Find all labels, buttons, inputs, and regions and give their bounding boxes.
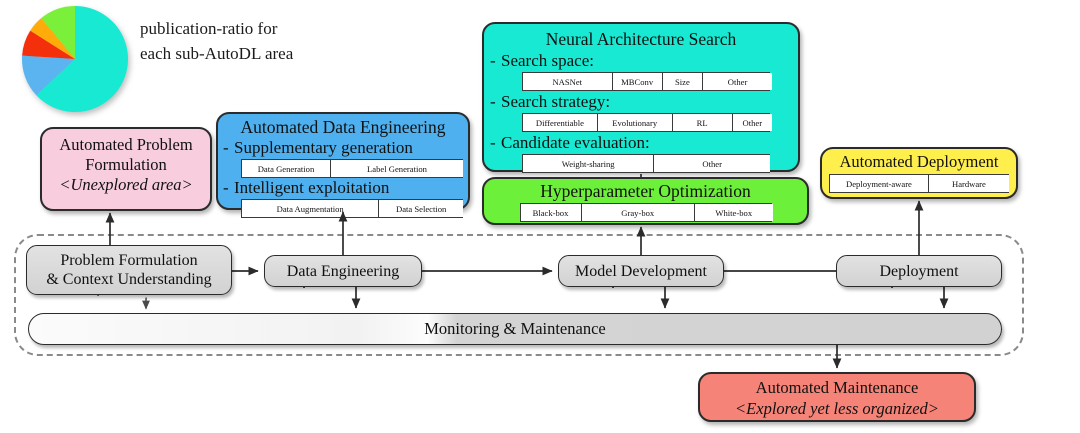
chip-gray-box[interactable]: Gray-box bbox=[581, 204, 695, 221]
ade-bullet-supplementary-generation: - Supplementary generation bbox=[223, 138, 468, 158]
chip-white-box[interactable]: White-box bbox=[695, 204, 773, 221]
pie-slice-automated-data-engineering bbox=[21, 55, 75, 96]
chip-differentiable[interactable]: Differentiable bbox=[523, 114, 598, 131]
caption-line-2: each sub-AutoDL area bbox=[140, 44, 294, 63]
chip-black-box[interactable]: Black-box bbox=[520, 204, 582, 221]
nas-bullet-label: Search strategy: bbox=[501, 92, 611, 111]
maintenance-subtitle: <Explored yet less organized> bbox=[735, 399, 939, 418]
chip-deployment-aware[interactable]: Deployment-aware bbox=[830, 175, 929, 192]
pie-slice-neural-architecture-search bbox=[36, 6, 128, 112]
stage-label: Deployment bbox=[879, 262, 959, 280]
pie-chart-caption: publication-ratio for each sub-AutoDL ar… bbox=[140, 16, 350, 66]
chip-other[interactable]: Other bbox=[654, 155, 770, 172]
bullet-dash-icon: - bbox=[490, 51, 496, 70]
apf-title-line-2: Formulation bbox=[85, 155, 167, 174]
deployment-panel-title: Automated Deployment bbox=[839, 152, 999, 171]
pipeline-stage-model-development[interactable]: Model Development bbox=[558, 255, 724, 287]
monitoring-bar-label: Monitoring & Maintenance bbox=[424, 319, 606, 338]
chip-label-generation[interactable]: Label Generation bbox=[331, 160, 463, 177]
nas-bullet-search-strategy: - Search strategy: bbox=[490, 92, 798, 112]
ade-bullet-label: Supplementary generation bbox=[234, 138, 413, 157]
chip-other[interactable]: Other bbox=[732, 114, 772, 131]
chip-evolutionary[interactable]: Evolutionary bbox=[597, 114, 673, 131]
chip-size[interactable]: Size bbox=[662, 73, 704, 90]
pie-slice-automated-deployment bbox=[30, 18, 75, 59]
ade-bullet-label: Intelligent exploitation bbox=[234, 178, 390, 197]
panel-neural-architecture-search[interactable]: Neural Architecture Search - Search spac… bbox=[482, 22, 800, 173]
maintenance-title: Automated Maintenance bbox=[755, 378, 919, 397]
panel-automated-maintenance[interactable]: Automated Maintenance <Explored yet less… bbox=[698, 372, 976, 422]
caption-line-1: publication-ratio for bbox=[140, 19, 278, 38]
bullet-dash-icon: - bbox=[490, 92, 496, 111]
nas-bullet-candidate-evaluation: - Candidate evaluation: bbox=[490, 133, 798, 153]
panel-automated-data-engineering[interactable]: Automated Data Engineering - Supplementa… bbox=[216, 112, 470, 218]
pie-slice-automated-maintenance bbox=[22, 30, 76, 59]
ade-title: Automated Data Engineering bbox=[240, 117, 446, 137]
nas-bullet-search-space: - Search space: bbox=[490, 51, 798, 71]
chip-data-generation[interactable]: Data Generation bbox=[242, 160, 331, 177]
chip-mbconv[interactable]: MBConv bbox=[612, 73, 663, 90]
pie-svg bbox=[21, 6, 128, 112]
chip-nasnet[interactable]: NASNet bbox=[523, 73, 613, 90]
bullet-dash-icon: - bbox=[223, 138, 229, 157]
nas-bullet-label: Search space: bbox=[501, 51, 594, 70]
pipeline-stage-deployment[interactable]: Deployment bbox=[836, 255, 1002, 287]
nas-title: Neural Architecture Search bbox=[545, 29, 737, 49]
apf-title-line-1: Automated Problem bbox=[59, 135, 193, 154]
chip-data-augmentation[interactable]: Data Augmentation bbox=[242, 200, 380, 217]
stage-label: Data Engineering bbox=[286, 262, 400, 280]
panel-automated-problem-formulation[interactable]: Automated Problem Formulation <Unexplore… bbox=[40, 127, 212, 211]
stage-label-line-2: & Context Understanding bbox=[46, 271, 212, 288]
chip-data-selection[interactable]: Data Selection bbox=[379, 200, 463, 217]
bullet-dash-icon: - bbox=[223, 178, 229, 197]
hpo-title: Hyperparameter Optimization bbox=[540, 181, 751, 201]
ade-bullet-intelligent-exploitation: - Intelligent exploitation bbox=[223, 178, 468, 198]
chip-weight-sharing[interactable]: Weight-sharing bbox=[523, 155, 655, 172]
chip-rl[interactable]: RL bbox=[672, 114, 733, 131]
apf-subtitle: <Unexplored area> bbox=[59, 175, 193, 194]
pie-slice-hyperparameter-optimization bbox=[41, 6, 75, 59]
chip-hardware[interactable]: Hardware bbox=[928, 175, 1009, 192]
pipeline-stage-problem-formulation[interactable]: Problem Formulation & Context Understand… bbox=[26, 245, 232, 295]
publication-ratio-pie-chart bbox=[20, 4, 130, 114]
pipeline-stage-data-engineering[interactable]: Data Engineering bbox=[264, 255, 422, 287]
chip-other[interactable]: Other bbox=[703, 73, 772, 90]
stage-label-line-1: Problem Formulation bbox=[60, 252, 198, 269]
nas-bullet-label: Candidate evaluation: bbox=[501, 133, 650, 152]
autodl-pipeline-container bbox=[14, 234, 1024, 356]
stage-label: Model Development bbox=[575, 262, 707, 280]
monitoring-and-maintenance-bar[interactable]: Monitoring & Maintenance bbox=[28, 313, 1002, 345]
bullet-dash-icon: - bbox=[490, 133, 496, 152]
